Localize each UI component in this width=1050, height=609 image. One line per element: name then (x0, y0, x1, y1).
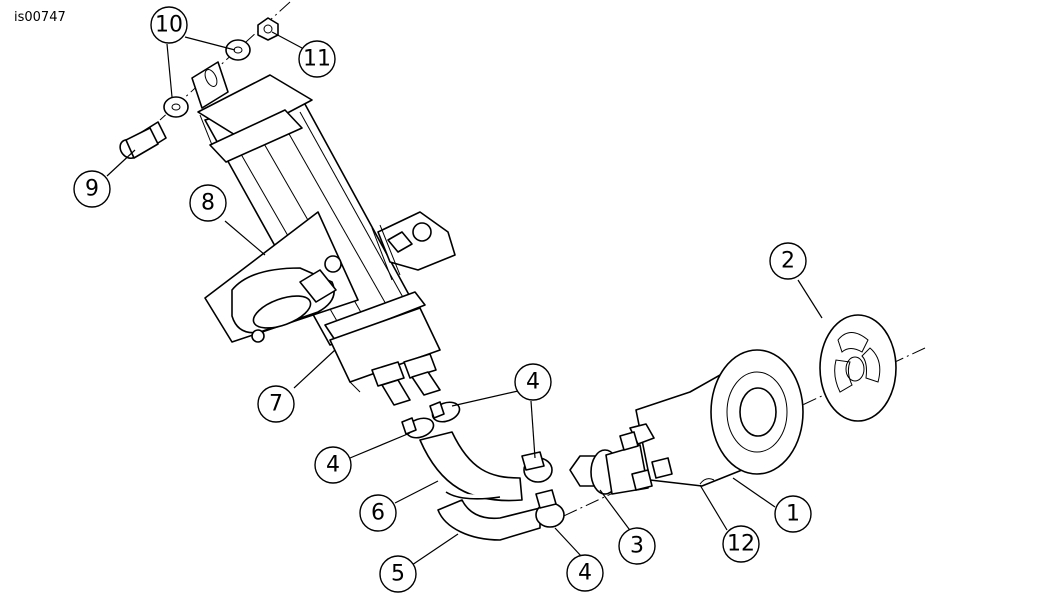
svg-text:4: 4 (326, 453, 340, 478)
svg-text:12: 12 (727, 532, 755, 557)
hose-clamps (401, 401, 565, 528)
svg-text:4: 4 (578, 561, 592, 586)
gasket (819, 314, 897, 422)
svg-text:4: 4 (526, 370, 540, 395)
callout-12: 12 (722, 525, 760, 563)
svg-text:11: 11 (303, 47, 331, 72)
washers-and-nut (163, 17, 279, 118)
callout-1: 1 (774, 495, 812, 533)
svg-text:8: 8 (201, 191, 215, 216)
svg-text:9: 9 (85, 177, 99, 202)
callout-4-upper: 4 (514, 363, 552, 401)
svg-text:6: 6 (371, 501, 385, 526)
svg-text:5: 5 (391, 562, 405, 587)
callout-10: 10 (150, 6, 188, 44)
callout-4-left: 4 (314, 446, 352, 484)
callout-8: 8 (189, 184, 227, 222)
svg-text:2: 2 (781, 249, 795, 274)
callout-2: 2 (769, 242, 807, 280)
cap-screw (119, 121, 167, 160)
callout-11: 11 (298, 40, 336, 78)
callout-6: 6 (359, 494, 397, 532)
hoses (419, 431, 541, 541)
figure-id-label: is00747 (14, 10, 66, 25)
callout-3: 3 (618, 527, 656, 565)
callout-5: 5 (379, 555, 417, 593)
svg-text:1: 1 (786, 502, 800, 527)
svg-text:3: 3 (630, 534, 644, 559)
callout-9: 9 (73, 170, 111, 208)
callout-7: 7 (257, 385, 295, 423)
leader-lines (106, 31, 823, 566)
svg-text:10: 10 (155, 13, 183, 38)
callout-4-lower: 4 (566, 554, 604, 592)
mounting-bracket (204, 211, 359, 343)
svg-text:7: 7 (269, 392, 283, 417)
oil-filter-adapter (619, 349, 804, 491)
